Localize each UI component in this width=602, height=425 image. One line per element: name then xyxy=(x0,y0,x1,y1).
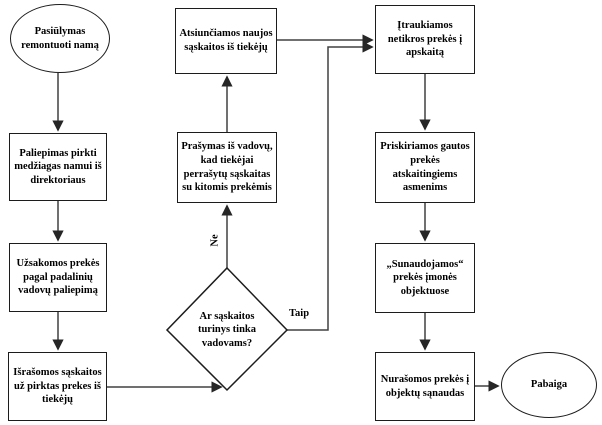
node-left3: Išrašomos sąskaitos už pirktas prekes iš… xyxy=(8,352,107,421)
node-right3-label: „Sunaudojamos“ prekės įmonės objektuose xyxy=(386,258,464,297)
node-left2-label: Užsakomos prekės pagal padalinių vadovų … xyxy=(16,258,100,297)
node-left1: Paliepimas pirkti medžiagas namui iš dir… xyxy=(9,133,107,201)
node-mid2-label: Prašymas iš vadovų, kad tiekėjai perrašy… xyxy=(181,141,273,194)
node-right2: Priskiriamos gautos prekės atskaitingiem… xyxy=(375,132,475,203)
node-right4-label: Nurašomos prekės į objektų sąnaudas xyxy=(380,373,470,399)
node-start: Pasiūlymas remontuoti namą xyxy=(10,4,110,73)
decision-diamond-shape xyxy=(165,266,289,392)
node-right3: „Sunaudojamos“ prekės įmonės objektuose xyxy=(375,243,475,313)
edge-label-taip: Taip xyxy=(289,308,310,319)
node-end: Pabaiga xyxy=(501,352,597,418)
node-start-label: Pasiūlymas remontuoti namą xyxy=(21,25,99,51)
node-right1: Įtraukiamos netikros prekės į apskaitą xyxy=(375,5,475,74)
edge-label-ne: Ne xyxy=(209,234,221,247)
node-mid2: Prašymas iš vadovų, kad tiekėjai perrašy… xyxy=(177,132,277,203)
node-left1-label: Paliepimas pirkti medžiagas namui iš dir… xyxy=(14,147,102,186)
node-mid1: Atsiunčiamos naujos sąskaitos iš tiekėjų xyxy=(175,8,277,74)
node-right4: Nurašomos prekės į objektų sąnaudas xyxy=(375,352,475,421)
node-right1-label: Įtraukiamos netikros prekės į apskaitą xyxy=(387,20,463,59)
node-end-label: Pabaiga xyxy=(530,379,568,391)
node-decision-label: Ar sąskaitos turinys tinka vadovams? xyxy=(197,311,257,349)
node-decision: Ar sąskaitos turinys tinka vadovams? xyxy=(192,293,262,367)
node-mid1-label: Atsiunčiamos naujos sąskaitos iš tiekėjų xyxy=(179,28,273,53)
node-left3-label: Išrašomos sąskaitos už pirktas prekes iš… xyxy=(13,367,102,406)
node-right2-label: Priskiriamos gautos prekės atskaitingiem… xyxy=(380,141,470,194)
edge-decision-right1-taip xyxy=(287,41,374,331)
node-left2: Užsakomos prekės pagal padalinių vadovų … xyxy=(9,243,107,312)
